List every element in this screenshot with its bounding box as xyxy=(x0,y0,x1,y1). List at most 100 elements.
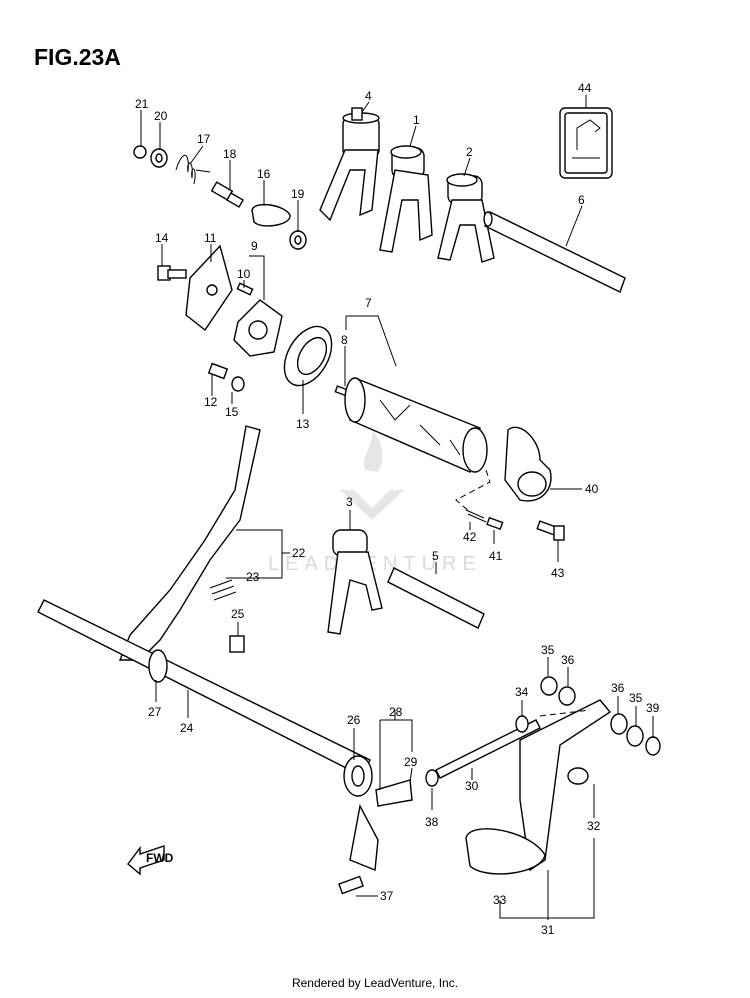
watermark-logo xyxy=(340,430,404,520)
bearing-13[interactable] xyxy=(275,318,342,393)
washer-36[interactable] xyxy=(558,686,576,706)
spring-42[interactable] xyxy=(465,509,487,523)
bolt-12[interactable] xyxy=(207,362,229,380)
plate-11[interactable] xyxy=(185,244,233,332)
callout-21: 21 xyxy=(135,97,149,111)
circlip-39[interactable] xyxy=(645,736,661,756)
callout-13: 13 xyxy=(296,417,310,431)
callout-16: 16 xyxy=(257,167,271,181)
callout-43: 43 xyxy=(551,566,565,580)
gear-40[interactable] xyxy=(504,426,552,502)
callout-44: 44 xyxy=(578,81,592,95)
pin-25[interactable] xyxy=(229,635,245,653)
callout-37: 37 xyxy=(380,889,394,903)
callout-22: 22 xyxy=(292,546,306,560)
callout-33: 33 xyxy=(493,893,507,907)
gear-shift-shaft-24[interactable] xyxy=(37,599,371,777)
callout-17: 17 xyxy=(197,132,211,146)
footer-credit: Rendered by LeadVenture, Inc. xyxy=(291,976,459,990)
callout-14: 14 xyxy=(155,231,169,245)
dashed-guide-lines xyxy=(455,469,591,717)
callout-40: 40 xyxy=(585,482,599,496)
callout-26: 26 xyxy=(347,713,361,727)
callout-11: 11 xyxy=(204,231,217,245)
washer-34[interactable] xyxy=(515,715,529,733)
nut-21[interactable] xyxy=(133,145,147,159)
callout-34: 34 xyxy=(515,685,529,699)
pin-41[interactable] xyxy=(486,516,504,531)
pedal-rubber-33[interactable] xyxy=(465,828,546,875)
callout-8: 8 xyxy=(341,333,348,347)
oil-seal-26[interactable] xyxy=(343,755,373,797)
callout-39: 39 xyxy=(646,701,660,715)
bolt-30[interactable] xyxy=(435,719,541,779)
callout-10: 10 xyxy=(237,267,251,281)
callout-18: 18 xyxy=(223,147,237,161)
callout-31: 31 xyxy=(541,923,555,937)
callout-35: 35 xyxy=(541,643,555,657)
washer-19[interactable] xyxy=(289,230,307,250)
spring-23[interactable] xyxy=(209,579,237,601)
callout-2: 2 xyxy=(466,145,473,159)
pin-10[interactable] xyxy=(236,282,254,296)
callout-6: 6 xyxy=(578,193,585,207)
spring-17[interactable] xyxy=(175,154,211,185)
callout-41: 41 xyxy=(489,549,503,563)
shift-fork-4[interactable] xyxy=(319,107,380,222)
label-plate-44[interactable] xyxy=(559,107,613,179)
callout-28: 28 xyxy=(389,705,403,719)
stopper-16[interactable] xyxy=(251,203,291,227)
callout-36: 36 xyxy=(561,653,575,667)
callout-4: 4 xyxy=(365,89,372,103)
callout-20: 20 xyxy=(154,109,168,123)
washer-36b[interactable] xyxy=(610,713,628,735)
figure-title: FIG.23A xyxy=(34,44,121,70)
callout-19: 19 xyxy=(291,187,305,201)
washer-35[interactable] xyxy=(540,676,558,696)
callout-42: 42 xyxy=(463,530,477,544)
callout-7: 7 xyxy=(365,296,372,310)
callout-36b: 36 xyxy=(611,681,625,695)
callout-24: 24 xyxy=(180,721,194,735)
fwd-arrow-icon xyxy=(127,845,165,876)
bolt-14[interactable] xyxy=(157,265,187,281)
shift-fork-1[interactable] xyxy=(379,145,433,253)
callout-15: 15 xyxy=(225,405,239,419)
gear-shift-pedal-31[interactable] xyxy=(519,699,612,872)
fork-shaft-5[interactable] xyxy=(387,567,485,629)
shift-fork-3[interactable] xyxy=(327,529,383,635)
washer-35b[interactable] xyxy=(626,725,644,747)
oil-seal-27[interactable] xyxy=(148,649,168,683)
washer-15[interactable] xyxy=(231,376,245,392)
callout-numbers: 21 20 17 18 16 19 4 1 2 6 44 14 11 9 10 … xyxy=(135,81,660,937)
shift-arm-22[interactable] xyxy=(118,425,261,661)
callout-5: 5 xyxy=(432,549,439,563)
callout-25: 25 xyxy=(231,607,245,621)
callout-32: 32 xyxy=(587,819,601,833)
fork-shaft-6[interactable] xyxy=(483,211,626,293)
callout-1: 1 xyxy=(413,113,420,127)
callout-30: 30 xyxy=(465,779,479,793)
watermark-text: LEADVENTURE xyxy=(268,553,482,575)
fwd-label: FWD xyxy=(146,851,174,865)
gear-shift-lever-28[interactable] xyxy=(349,779,413,871)
leader-lines xyxy=(140,95,654,920)
callout-38: 38 xyxy=(425,815,439,829)
callout-3: 3 xyxy=(346,495,353,509)
callout-29: 29 xyxy=(404,755,418,769)
shift-fork-2[interactable] xyxy=(437,173,495,263)
bolt-18[interactable] xyxy=(210,181,245,208)
washer-20[interactable] xyxy=(150,148,168,168)
callout-27: 27 xyxy=(148,705,162,719)
washer-38[interactable] xyxy=(425,769,439,787)
bolt-37[interactable] xyxy=(338,875,364,895)
bolt-43[interactable] xyxy=(536,520,565,541)
callout-23: 23 xyxy=(246,570,260,584)
callout-35b: 35 xyxy=(629,691,643,705)
gearshift-cam-7[interactable] xyxy=(344,377,488,473)
cam-9[interactable] xyxy=(233,299,283,357)
callout-12: 12 xyxy=(204,395,218,409)
callout-9: 9 xyxy=(251,239,258,253)
bolt-32[interactable] xyxy=(567,767,589,785)
